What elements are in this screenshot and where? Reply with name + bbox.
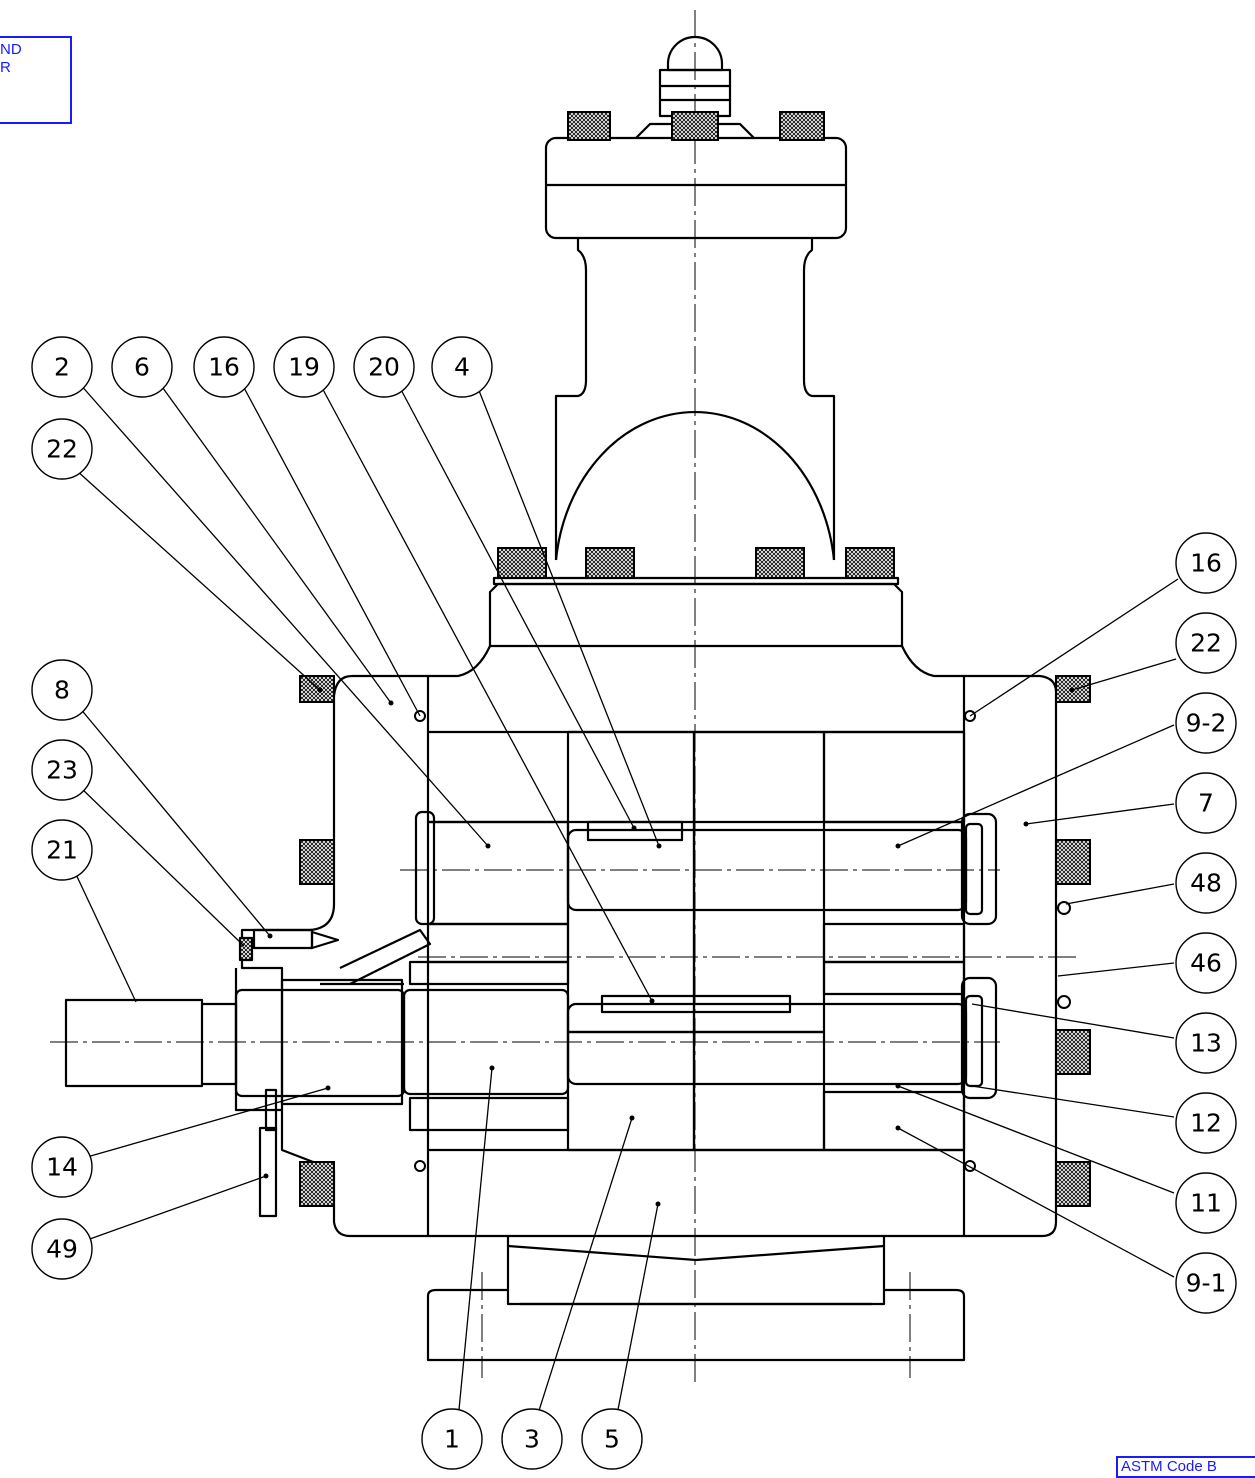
balloon-9-2: 9-2 — [1186, 709, 1227, 738]
title-stamp-top-left: ND R — [0, 36, 72, 124]
balloon-2: 2 — [54, 353, 70, 382]
top-flange — [544, 136, 848, 240]
dome-arc — [554, 410, 836, 561]
balloon-6: 6 — [134, 353, 150, 382]
balloon-9-1: 9-1 — [1186, 1269, 1227, 1298]
balloon-8: 8 — [54, 676, 70, 705]
balloon-22-right: 22 — [1190, 629, 1222, 658]
plug-23 — [238, 936, 254, 962]
right-cage-bottom — [960, 976, 998, 1100]
balloon-3: 3 — [524, 1425, 540, 1454]
balloon-1: 1 — [444, 1425, 460, 1454]
shaft-coupling — [64, 998, 204, 1088]
balloon-23: 23 — [46, 756, 78, 785]
base-plate — [426, 1246, 966, 1362]
bolt-heads — [299, 111, 1091, 1207]
leader-lines — [72, 382, 1179, 1421]
balloon-11: 11 — [1190, 1189, 1222, 1218]
balloon-13: 13 — [1190, 1029, 1222, 1058]
balloon-46: 46 — [1190, 949, 1222, 978]
balloon-16-right: 16 — [1190, 549, 1222, 578]
lower-shaft — [566, 1002, 968, 1086]
balloon-48: 48 — [1190, 869, 1222, 898]
pump-body — [64, 35, 1058, 1362]
balloon-4: 4 — [454, 353, 470, 382]
balloon-16-left: 16 — [208, 353, 240, 382]
stamp-line-1: ND — [0, 41, 22, 58]
balloon-19: 19 — [288, 353, 320, 382]
balloon-21: 21 — [46, 836, 78, 865]
part-balloons — [31, 336, 1237, 1470]
cap-dome — [666, 35, 724, 72]
middle-flange — [488, 582, 904, 648]
balloon-22-left: 22 — [46, 435, 78, 464]
balloon-14: 14 — [46, 1153, 78, 1182]
leader-dots — [263, 687, 1075, 1207]
balloon-12: 12 — [1190, 1109, 1222, 1138]
balloon-5: 5 — [604, 1425, 620, 1454]
balloon-20: 20 — [368, 353, 400, 382]
drain-valve — [258, 1126, 278, 1218]
stamp-line-2: R — [0, 59, 11, 76]
right-cage-top — [960, 812, 998, 926]
balloon-7: 7 — [1198, 789, 1214, 818]
balloon-labels: 2 6 16 19 20 4 22 8 23 21 14 49 16 22 9-… — [46, 353, 1226, 1454]
balloon-49: 49 — [46, 1235, 78, 1264]
left-bearing-top — [414, 810, 436, 926]
